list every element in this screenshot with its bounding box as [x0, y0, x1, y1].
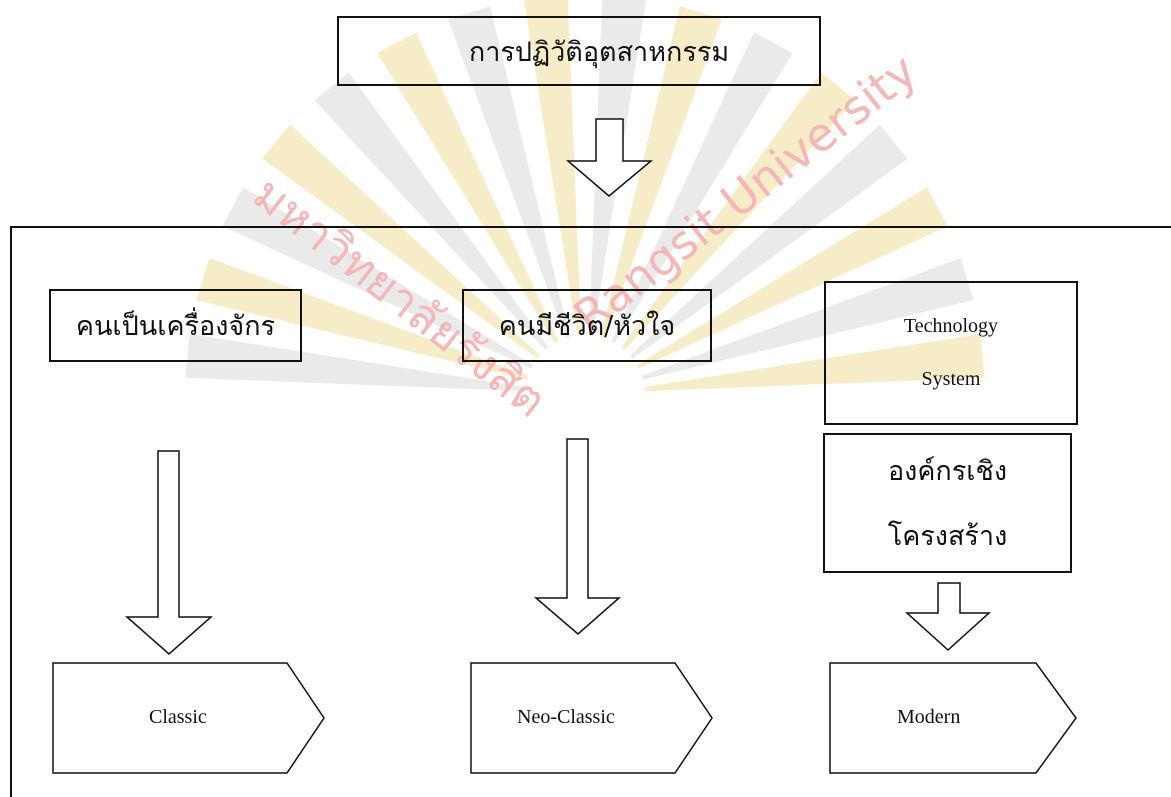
header-line-system: System: [921, 368, 981, 390]
header-box-classic: คนเป็นเครื่องจักร: [49, 289, 302, 362]
result-label-neo-classic: Neo-Classic: [517, 706, 615, 728]
middle-line-2: โครงสร้าง: [887, 521, 1008, 552]
down-arrow-neo-classic: [533, 438, 621, 635]
middle-line-1: องค์กรเชิง: [887, 456, 1008, 487]
down-arrow-classic: [125, 450, 213, 655]
header-line-technology: Technology: [903, 315, 999, 337]
result-label-classic: Classic: [149, 706, 207, 728]
top-box: การปฏิวัติอุตสาหกรรม: [337, 16, 821, 86]
header-box-modern: Technology System: [824, 281, 1078, 425]
top-box-label: การปฏิวัติอุตสาหกรรม: [468, 36, 730, 68]
header-label-neo-classic: คนมีชีวิต/หัวใจ: [498, 311, 676, 342]
header-box-neo-classic: คนมีชีวิต/หัวใจ: [462, 289, 712, 362]
result-label-modern: Modern: [897, 706, 961, 728]
header-label-classic: คนเป็นเครื่องจักร: [75, 311, 276, 342]
down-arrow-modern: [905, 582, 991, 652]
middle-box-modern: องค์กรเชิง โครงสร้าง: [823, 433, 1072, 573]
down-arrow-top: [565, 118, 654, 197]
